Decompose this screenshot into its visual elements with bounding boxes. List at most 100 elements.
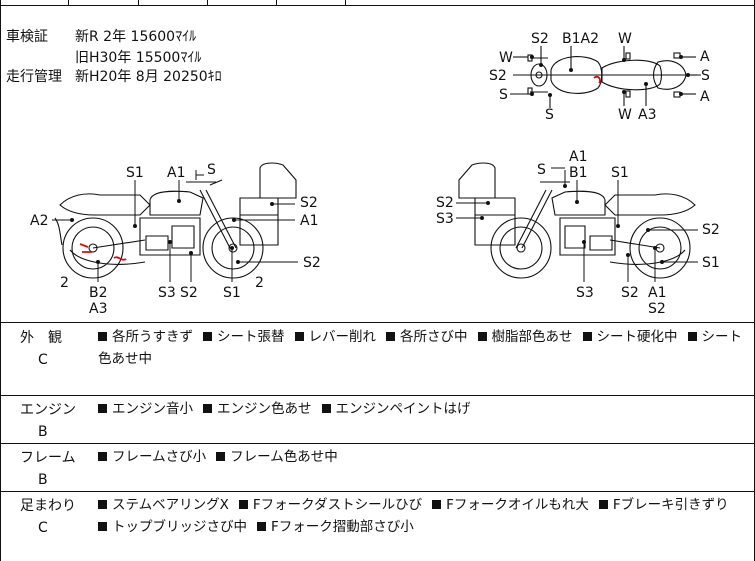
condition-item: 各所うすきず xyxy=(98,329,193,345)
square-bullet-icon xyxy=(477,332,487,341)
section-title-suspension: 足まわり xyxy=(20,498,76,514)
top-label-s-bottom: S xyxy=(545,107,554,123)
right-label-s3-bottom: S3 xyxy=(576,285,594,301)
condition-item-text: エンジン色あせ xyxy=(217,401,312,417)
top-label-s-right: S xyxy=(701,68,710,84)
condition-item: ステムベアリングX xyxy=(98,497,229,513)
top-label-w-bottom: W xyxy=(618,107,632,123)
square-bullet-icon xyxy=(598,500,608,509)
condition-item-text: トップブリッジさび中 xyxy=(112,519,247,535)
top-tick-3 xyxy=(207,0,208,6)
section-grade-suspension: C xyxy=(38,520,48,536)
condition-item: 各所さび中 xyxy=(386,329,468,345)
square-bullet-icon xyxy=(386,332,395,341)
square-bullet-icon xyxy=(98,452,107,461)
left-label-a2: A2 xyxy=(30,213,49,229)
left-label-s2-lower-right: S2 xyxy=(303,255,321,271)
condition-item: フレームさび小 xyxy=(98,449,206,465)
condition-item-text: エンジン音小 xyxy=(112,401,193,417)
left-label-s3: S3 xyxy=(158,285,176,301)
condition-item: Fフォークオイルもれ大 xyxy=(432,497,589,513)
section-title-frame: フレーム xyxy=(20,450,76,466)
square-bullet-icon xyxy=(582,332,592,341)
right-label-s1-right: S1 xyxy=(702,255,720,271)
square-bullet-icon xyxy=(432,500,442,509)
right-label-a1-top: A1 xyxy=(569,149,588,165)
left-label-s1-top: S1 xyxy=(126,165,144,181)
condition-item-text: エンジンペイントはげ xyxy=(335,401,471,417)
section-items-engine: エンジン音小 エンジン色あせ エンジンペイントはげ xyxy=(98,398,743,420)
condition-item: Fフォークダストシールひび xyxy=(238,497,423,513)
right-label-s-top: S xyxy=(537,162,546,178)
section-title-engine: エンジン xyxy=(20,402,76,418)
right-label-s1-top: S1 xyxy=(611,165,629,181)
right-label-s2-very-bottom: S2 xyxy=(648,301,666,317)
condition-item-text: 樹脂部色あせ xyxy=(491,329,573,345)
left-label-a1-top: A1 xyxy=(167,165,186,181)
condition-item-text: Fフォークオイルもれ大 xyxy=(446,497,589,513)
condition-item-text: Fブレーキ引きずり xyxy=(612,497,729,513)
left-label-a3: A3 xyxy=(89,301,108,317)
shaken-old: 旧H30年 15500ﾏｲﾙ xyxy=(75,50,202,66)
right-label-a1-bottom: A1 xyxy=(648,285,667,301)
diagram-section-bottom xyxy=(0,322,755,323)
right-label-s2-bottom: S2 xyxy=(621,285,639,301)
condition-item-text: 各所さび中 xyxy=(400,329,468,345)
condition-item: エンジン音小 xyxy=(98,401,193,417)
condition-item-text: シート色あせ中 xyxy=(98,329,742,367)
square-bullet-icon xyxy=(238,500,248,509)
condition-item: レバー削れ xyxy=(294,329,377,345)
square-bullet-icon xyxy=(203,404,212,413)
top-tick-2 xyxy=(138,0,139,6)
right-label-b1: B1 xyxy=(569,165,588,181)
right-label-s3-left: S3 xyxy=(436,211,454,227)
condition-item: エンジンペイントはげ xyxy=(321,401,471,417)
square-bullet-icon xyxy=(98,500,107,509)
condition-item-text: レバー削れ xyxy=(308,329,377,345)
mileage-new: 新H20年 8月 20250ｷﾛ xyxy=(75,69,222,85)
top-label-w-upper-right: W xyxy=(618,31,632,47)
left-label-b2: B2 xyxy=(89,285,108,301)
square-bullet-icon xyxy=(687,332,697,341)
left-label-2-left: 2 xyxy=(60,275,69,291)
right-label-s2-left: S2 xyxy=(436,195,454,211)
section-items-suspension: ステムベアリングX Fフォークダストシールひび Fフォークオイルもれ大 Fブレーキ引き… xyxy=(98,494,743,538)
left-label-a1-right: A1 xyxy=(300,213,319,229)
left-label-2-right: 2 xyxy=(255,275,264,291)
condition-item: エンジン色あせ xyxy=(203,401,312,417)
condition-item-text: 各所うすきず xyxy=(112,329,193,345)
square-bullet-icon xyxy=(257,522,266,531)
condition-item: シート色あせ中 xyxy=(98,329,742,367)
section-items-exterior: 各所うすきずシート張替レバー削れ各所さび中樹脂部色あせシート硬化中シート色あせ中 xyxy=(98,326,743,370)
condition-item-text: Fフォークダストシールひび xyxy=(252,497,423,513)
condition-item: Fブレーキ引きずり xyxy=(598,497,729,513)
condition-item: フレーム色あせ中 xyxy=(216,449,338,465)
square-bullet-icon xyxy=(216,452,226,461)
sheet-top-line xyxy=(0,5,755,6)
square-bullet-icon xyxy=(294,332,304,341)
condition-item-text: シート張替 xyxy=(217,329,285,345)
square-bullet-icon xyxy=(321,404,331,413)
sheet-border-left xyxy=(0,0,1,561)
square-bullet-icon xyxy=(98,522,107,531)
shaken-new: 新R 2年 15600ﾏｲﾙ xyxy=(75,29,197,45)
square-bullet-icon xyxy=(98,332,107,341)
section-grade-exterior: C xyxy=(38,352,48,368)
condition-item-text: ステムベアリングX xyxy=(112,497,229,513)
section-grade-frame: B xyxy=(38,472,48,488)
top-label-a-lower: A xyxy=(700,89,710,105)
condition-item-text: フレーム色あせ中 xyxy=(230,449,338,465)
condition-item-text: Fフォーク摺動部さび小 xyxy=(271,519,414,535)
top-label-a3: A3 xyxy=(638,107,657,123)
condition-item: シート張替 xyxy=(203,329,285,345)
left-label-s-top: S xyxy=(207,162,216,178)
row-separator-3 xyxy=(0,491,755,492)
condition-item-text: フレームさび小 xyxy=(112,449,207,465)
left-label-s2-bottom: S2 xyxy=(180,285,198,301)
square-bullet-icon xyxy=(203,332,212,341)
top-tick-5 xyxy=(345,0,346,6)
